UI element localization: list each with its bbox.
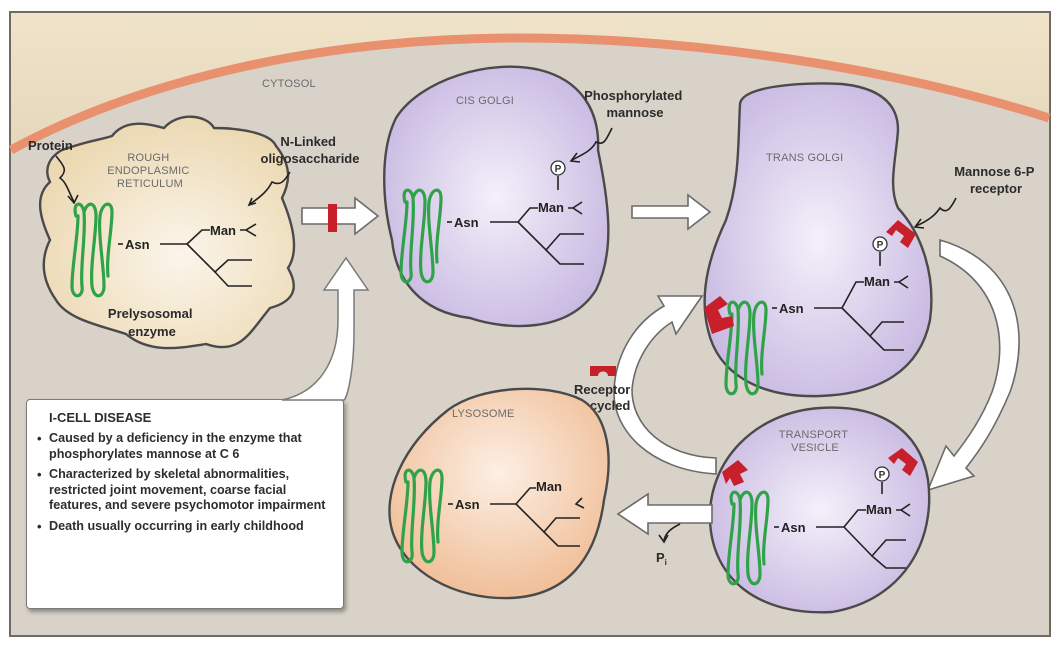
phosphorylated-mannose-pointer: [571, 127, 613, 161]
pi-release-pointer: [663, 523, 681, 541]
trans-man-label: Man: [864, 274, 890, 289]
cis-golgi-label: CIS GOLGI: [456, 95, 514, 107]
recycled-receptor-icon: [590, 366, 616, 376]
svg-text:P: P: [879, 470, 886, 481]
pi-label: Pi: [656, 550, 667, 567]
vesicle-to-lysosome-arrow: [616, 492, 713, 536]
info-box-bullets: Caused by a deficiency in the enzyme tha…: [37, 431, 333, 534]
er-man-label: Man: [210, 223, 236, 238]
plasma-membrane: [8, 33, 1051, 154]
n-linked-annotation: N-Linked oligosaccharide: [261, 134, 360, 166]
er-label: ROUGH ENDOPLASMIC RETICULUM: [107, 152, 193, 190]
er-oligosaccharide: Man: [160, 223, 257, 287]
m6p-receptor-annotation: Mannose 6-P receptor: [954, 164, 1038, 196]
cis-to-trans-arrow: [631, 193, 712, 231]
info-bullet: Death usually occurring in early childho…: [37, 519, 333, 535]
block-bar: [328, 204, 337, 232]
trans-phosphate-icon: [872, 236, 888, 252]
trans-oligosaccharide: Man P: [814, 236, 909, 351]
lysosome-membrane: [388, 387, 610, 600]
cis-oligosaccharide: Man P: [490, 160, 584, 265]
i-cell-disease-info-box: I-CELL DISEASE Caused by a deficiency in…: [26, 399, 344, 609]
vesicle-oligosaccharide: Man P: [816, 466, 911, 569]
vesicle-man-label: Man: [866, 502, 892, 517]
receptor-recycle-arrow: [613, 295, 717, 475]
lysosome-label: LYSOSOME: [452, 408, 515, 420]
vesicle-receptor-right-icon: [888, 448, 918, 476]
trans-golgi-receptor-icon: [704, 296, 734, 334]
m6p-receptor-pointer: [915, 197, 957, 227]
extracellular-region: [11, 13, 1049, 150]
lysosome-asn-label: Asn: [455, 497, 480, 512]
phosphate-icon: [550, 160, 566, 176]
lysosome-man-label: Man: [536, 479, 562, 494]
trans-golgi-label: TRANS GOLGI: [766, 152, 843, 164]
cytosol-label: CYTOSOL: [262, 78, 316, 90]
protein-pointer: [55, 155, 75, 203]
info-box-title: I-CELL DISEASE: [49, 410, 152, 425]
m6p-receptor-icon: [886, 220, 916, 248]
blocked-transport-arrow: [301, 196, 380, 236]
prelysosomal-label: Prelysosomal enzyme: [108, 306, 196, 339]
er-asn-label: Asn: [125, 237, 150, 252]
vesicle-phosphate-icon: [874, 466, 890, 482]
svg-text:P: P: [877, 240, 884, 251]
vesicle-asn-label: Asn: [781, 520, 806, 535]
trans-to-vesicle-arrow: [926, 238, 1020, 492]
info-bullet: Caused by a deficiency in the enzyme tha…: [37, 431, 333, 462]
lysosome-oligosaccharide: Man: [490, 479, 585, 547]
vesicle-receptor-left-icon: [722, 460, 748, 486]
cis-golgi-membrane: [383, 65, 610, 328]
phosphorylated-mannose-annotation: Phosphorylated mannose: [584, 88, 686, 120]
cis-man-label: Man: [538, 200, 564, 215]
info-bullet: Characterized by skeletal abnormalities,…: [37, 467, 333, 514]
protein-annotation: Protein: [28, 138, 73, 153]
svg-text:P: P: [555, 164, 562, 175]
transport-vesicle-label: TRANSPORT VESICLE: [779, 429, 852, 454]
cis-asn-label: Asn: [454, 215, 479, 230]
n-linked-pointer: [249, 171, 291, 205]
trans-asn-label: Asn: [779, 301, 804, 316]
trans-golgi-membrane: [703, 82, 933, 398]
